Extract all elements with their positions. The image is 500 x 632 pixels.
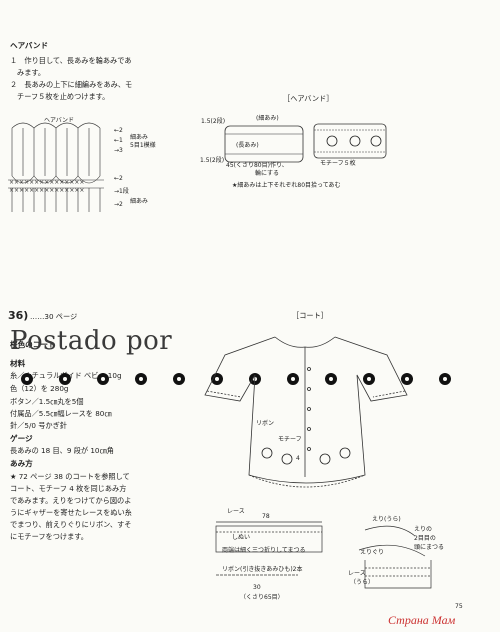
lace-note: 両端は細く三つ折りしてまつる: [222, 547, 306, 554]
material-2: 色（12）を 280g: [10, 384, 69, 393]
ribbon-length: 30: [253, 584, 261, 591]
gauge-heading: ゲージ: [10, 434, 33, 443]
collar-drawing: [358, 525, 432, 589]
chart-note-1: 細あみ: [130, 134, 149, 141]
svg-text:×××××××××××××××: ×××××××××××××××: [9, 179, 84, 186]
materials-heading: 材料: [10, 359, 26, 368]
crochet-chart: ××××××××××××××× ×××××××××××××××: [8, 122, 104, 212]
collar-label-3: 2目目の: [414, 535, 436, 542]
chart-row-5: →1段: [114, 188, 129, 195]
ribbon-chain: （くさり65目）: [240, 594, 284, 601]
hb-label-6: 輪にする: [255, 170, 280, 177]
chart-row-4: ←2: [114, 175, 123, 182]
lace-label: レース: [227, 508, 245, 515]
material-3: ボタン／1.5㎝丸を5個: [10, 397, 84, 406]
hb-label-3: (長あみ): [236, 142, 259, 149]
svg-text:×××××××××××××××: ×××××××××××××××: [9, 187, 84, 194]
hb-footnote: ★細あみは上下それぞれ80目拾ってあむ: [232, 182, 341, 189]
collar-label-7: （うら）: [350, 579, 375, 586]
collar-label-5: えりぐり: [360, 549, 385, 556]
site-brand-logo: Страна Мам: [388, 613, 456, 627]
ribbon-drawing: [216, 574, 298, 576]
flower-banner: [21, 373, 451, 385]
hb-label-7: モチーフ５枚: [320, 160, 356, 167]
howto-line-2: コート、モチーフ 4 枚を同じあみ方: [10, 484, 127, 493]
coat-label-count: 4: [296, 455, 300, 462]
page-number: 75: [455, 603, 463, 610]
lace-sewing: しぬい: [232, 534, 251, 541]
coat-diagram-title: ［コート］: [292, 311, 328, 320]
collar-label-4: 頭にまつる: [414, 544, 445, 551]
coat-drawing: [204, 336, 408, 488]
howto-line-3: であみます。えりをつけてから図のよ: [10, 496, 132, 505]
chart-title: ヘアバンド: [44, 117, 75, 124]
hb-label-5: 45(くさり80目)作り、: [226, 162, 288, 169]
coat-label-motif: モチーフ: [278, 436, 302, 443]
section-number: 36): [8, 309, 29, 322]
chart-row-1: ←2: [114, 127, 123, 134]
hb-label-1: 1.5(2段): [201, 118, 226, 125]
howto-line-6: にモチーフをつけます。: [10, 532, 88, 541]
hb-label-4: 1.5(2段): [200, 157, 225, 164]
headband-step2: ２ 長あみの上下に細編みをあみ、モ: [10, 80, 133, 89]
headband-step2-cont: チーフ５枚を止めつけます。: [17, 92, 110, 101]
chart-note-3: 細あみ: [130, 198, 149, 205]
page-reference: ……30 ページ: [30, 312, 78, 321]
lace-drawing: [215, 521, 323, 553]
collar-label-6: レース: [348, 570, 366, 577]
chart-row-2: ←1: [114, 137, 123, 144]
gauge-text: 長あみの 18 目、9 段が 10㎝角: [10, 446, 114, 455]
headband-step1: １ 作り目して、長あみを輪あみであ: [10, 56, 132, 65]
coat-label-ribbon: リボン: [256, 420, 275, 427]
lace-length: 78: [262, 513, 270, 520]
hb-label-2: (細あみ): [256, 115, 279, 122]
headband-motif-drawing: [313, 123, 387, 159]
headband-title: ヘアバンド: [10, 41, 49, 50]
material-4: 付属品／5.5㎝幅レースを 80㎝: [10, 409, 112, 418]
watermark-text: Postado por: [10, 326, 173, 356]
howto-line-4: うにギャザーを寄せたレースをぬい糸: [10, 508, 132, 517]
howto-line-1: ★ 72 ページ 38 のコートを参照して: [10, 472, 130, 481]
collar-label-1: えり(うら): [372, 516, 401, 523]
ribbon-label: リボン(引き抜きあみひも)2本: [222, 566, 303, 573]
howto-heading: あみ方: [10, 459, 33, 468]
headband-step1-cont: みます。: [17, 68, 46, 77]
headband-band-drawing: [224, 125, 304, 163]
chart-row-6: →2: [114, 201, 123, 208]
coat-title: 桜色のコート: [10, 340, 56, 349]
material-5: 針／5/0 号かぎ針: [10, 421, 67, 430]
chart-note-2: 5目1模様: [130, 142, 156, 149]
howto-line-5: でまつり、前えりぐりにリボン、すそ: [10, 520, 132, 529]
collar-label-2: えりの: [414, 526, 433, 533]
headband-diagram-title: ［ヘアバンド］: [283, 94, 334, 103]
chart-row-3: →3: [114, 147, 123, 154]
